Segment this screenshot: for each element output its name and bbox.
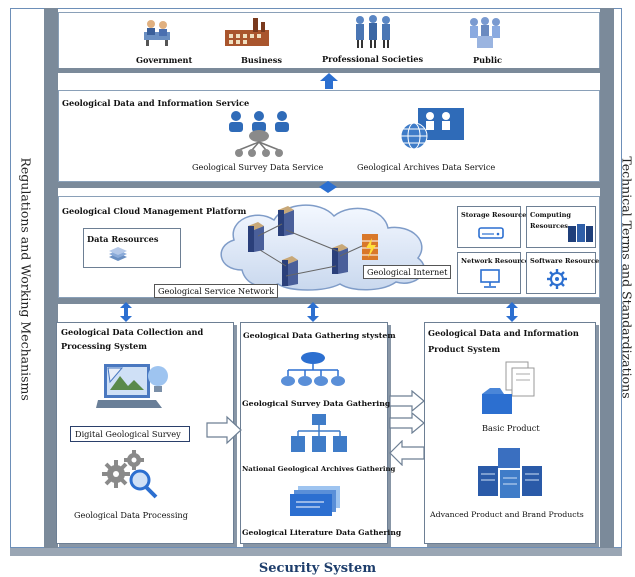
left-side-label: Regulations and Working Mechanisms bbox=[18, 157, 34, 401]
document-stack-icon bbox=[290, 486, 340, 516]
security-system-label: Security System bbox=[258, 561, 377, 576]
data-processing-label: Geological Data Processing bbox=[74, 510, 188, 520]
right-side-label: Technical Terms and Standardizations bbox=[619, 156, 635, 399]
firewall-icon bbox=[362, 234, 378, 260]
public-label: Public bbox=[473, 55, 503, 65]
double-arrow-icon bbox=[307, 302, 319, 322]
left-pillar bbox=[44, 8, 58, 548]
stack-icon bbox=[109, 247, 127, 261]
storage-resource-box bbox=[457, 206, 521, 248]
computing-servers-icon bbox=[568, 224, 593, 242]
globe-people-icon bbox=[400, 108, 464, 150]
data-resources-label: Data Resources bbox=[87, 234, 159, 244]
basic-product-label: Basic Product bbox=[482, 423, 540, 433]
computing-label-2: Resources bbox=[530, 222, 568, 230]
connector-diamond-icon bbox=[319, 181, 337, 193]
service-network-label: Geological Service Network bbox=[154, 284, 279, 298]
server-icon bbox=[278, 206, 294, 236]
gathering-title: Geological Data Gathering stystem bbox=[243, 331, 396, 340]
software-resource-label: Software Resource bbox=[530, 257, 600, 265]
monitor-icon bbox=[480, 269, 500, 288]
factory-icon bbox=[225, 18, 269, 46]
double-arrow-icon bbox=[120, 302, 132, 322]
server-cluster-icon bbox=[478, 448, 542, 498]
product-title-2: Product System bbox=[428, 344, 501, 354]
storage-resource-label: Storage Resource bbox=[461, 211, 527, 219]
people-network-icon bbox=[229, 111, 289, 157]
network-lines bbox=[257, 223, 363, 277]
archives-tree-icon bbox=[291, 414, 347, 452]
collection-title-1: Geological Data Collection and bbox=[61, 327, 204, 337]
up-arrow-icon bbox=[320, 73, 338, 89]
network-resource-label: Network Resource bbox=[461, 257, 529, 265]
bottom-bar bbox=[10, 548, 622, 556]
computing-label-1: Computing bbox=[530, 211, 571, 219]
literature-gathering-label: Geological Literature Data Gathering bbox=[242, 528, 402, 537]
government-icon bbox=[144, 20, 170, 46]
archives-gathering-label: National Geological Archives Gathering bbox=[242, 465, 396, 473]
professional-societies-icon bbox=[356, 15, 390, 48]
server-icon bbox=[282, 256, 298, 286]
info-service-panel bbox=[58, 90, 600, 182]
right-arrow-icon bbox=[389, 412, 425, 434]
public-icon bbox=[470, 17, 500, 48]
software-resource-box bbox=[526, 252, 596, 294]
survey-data-service-label: Geological Survey Data Service bbox=[192, 162, 324, 172]
org-chart-icon bbox=[281, 352, 345, 386]
collection-title-2: Processing System bbox=[61, 341, 147, 351]
left-arrow-icon bbox=[389, 440, 425, 466]
geological-internet-label: Geological Internet bbox=[363, 265, 452, 279]
gear-icon bbox=[547, 269, 567, 289]
business-label: Business bbox=[241, 55, 282, 65]
double-arrow-icon bbox=[506, 302, 518, 322]
digital-survey-label: Digital Geological Survey bbox=[75, 429, 181, 439]
product-system-box bbox=[424, 322, 596, 544]
professional-societies-label: Professional Societies bbox=[322, 54, 424, 64]
data-resources-box bbox=[83, 228, 181, 268]
cloud-platform-title: Geological Cloud Management Platform bbox=[62, 206, 247, 216]
server-icon bbox=[248, 222, 264, 252]
laptop-survey-icon bbox=[96, 364, 168, 408]
archives-data-service-label: Geological Archives Data Service bbox=[357, 162, 496, 172]
right-arrow-icon bbox=[206, 415, 242, 445]
government-label: Government bbox=[136, 55, 193, 65]
storage-drive-icon bbox=[478, 227, 504, 239]
basic-product-icon bbox=[482, 361, 535, 414]
right-arrow-icon bbox=[389, 390, 425, 412]
right-pillar bbox=[600, 8, 614, 548]
gear-magnifier-icon bbox=[102, 450, 158, 499]
users-separator bbox=[58, 68, 600, 73]
cloud-separator bbox=[58, 298, 600, 304]
digital-survey-box bbox=[70, 426, 190, 442]
info-service-title: Geological Data and Information Service bbox=[62, 98, 250, 108]
product-title-1: Geological Data and Information bbox=[428, 328, 579, 338]
survey-gathering-label: Geological Survey Data Gathering bbox=[242, 399, 391, 408]
advanced-product-label: Advanced Product and Brand Products bbox=[430, 510, 584, 519]
